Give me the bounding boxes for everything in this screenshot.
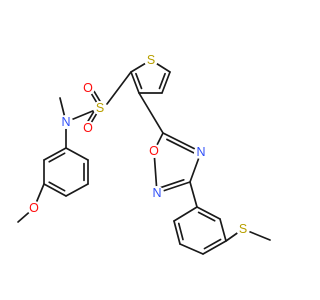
- bond-aryl-3: [65, 183, 89, 197]
- bond-thiophene-oxadiazole: [138, 92, 164, 134]
- bond-aryl-4: [43, 183, 67, 197]
- atom-label-nitrogen-oxadiazole-4: N: [196, 145, 205, 159]
- bond-c5-c4-thiophene: [161, 71, 171, 94]
- bond-phenyl-3: [179, 243, 204, 255]
- atom-bg: [236, 222, 250, 236]
- atom-bg: [144, 53, 158, 67]
- bond-phenyl-2: [173, 220, 181, 245]
- bond-aryl-4-inner: [48, 181, 66, 192]
- atom-label-sulfur-thiophene: S: [147, 53, 155, 67]
- atom-bg: [93, 101, 107, 115]
- bond-c3-c2-thiophene: [130, 71, 140, 94]
- atom-label-sulfur-sulfonyl: S: [96, 101, 104, 115]
- atom-label-nitrogen-oxadiazole-2: N: [152, 186, 161, 200]
- bond-c3-c2-thiophene-inner: [135, 72, 143, 90]
- atom-bg: [150, 186, 164, 200]
- bond-thiophene-sulfonyl: [106, 71, 132, 105]
- atom-label-oxygen-sulfonyl-top: O: [83, 81, 93, 95]
- atom-bg: [81, 81, 95, 95]
- bond-c5-n4-oxadiazole-inner: [166, 138, 195, 154]
- molecule-structure: S O O N S O N N O S: [17, 53, 271, 255]
- bond-c5-c4-thiophene-inner: [158, 72, 166, 90]
- bond-phenyl-5: [219, 218, 227, 242]
- bond-layer: [17, 59, 271, 255]
- bond-phenyl-6: [196, 206, 221, 220]
- bond-phenyl-2-inner: [177, 222, 184, 241]
- atom-bg: [147, 144, 161, 158]
- bond-phenyl-4-inner: [203, 238, 222, 250]
- atom-label-nitrogen-sulfonamide: N: [61, 115, 70, 129]
- atom-label-layer: S O O N S O N N O S: [27, 53, 250, 236]
- bond-phenyl-1: [173, 206, 198, 222]
- atom-label-oxygen-methoxy: O: [29, 201, 39, 215]
- bond-phenyl-6-inner: [197, 211, 216, 222]
- bond-c3-n2-oxadiazole-inner: [159, 179, 185, 189]
- atom-bg: [59, 115, 73, 129]
- atom-label-sulfur-thioether: S: [239, 222, 247, 236]
- bond-phenyl-4: [202, 240, 227, 255]
- atom-bg: [194, 145, 208, 159]
- bond-oxadiazole-phenyl: [189, 181, 198, 208]
- bond-aryl-6: [43, 147, 67, 161]
- atom-label-oxygen-oxadiazole: O: [149, 144, 159, 158]
- atom-label-oxygen-sulfonyl-bottom: O: [83, 121, 93, 135]
- atom-bg: [27, 201, 41, 215]
- bond-aryl-1: [65, 147, 89, 161]
- atom-bg: [81, 121, 95, 135]
- bond-aryl-6-inner: [48, 152, 66, 163]
- bond-c5-n4-oxadiazole: [162, 132, 202, 153]
- bond-n2-o-oxadiazole: [153, 150, 158, 194]
